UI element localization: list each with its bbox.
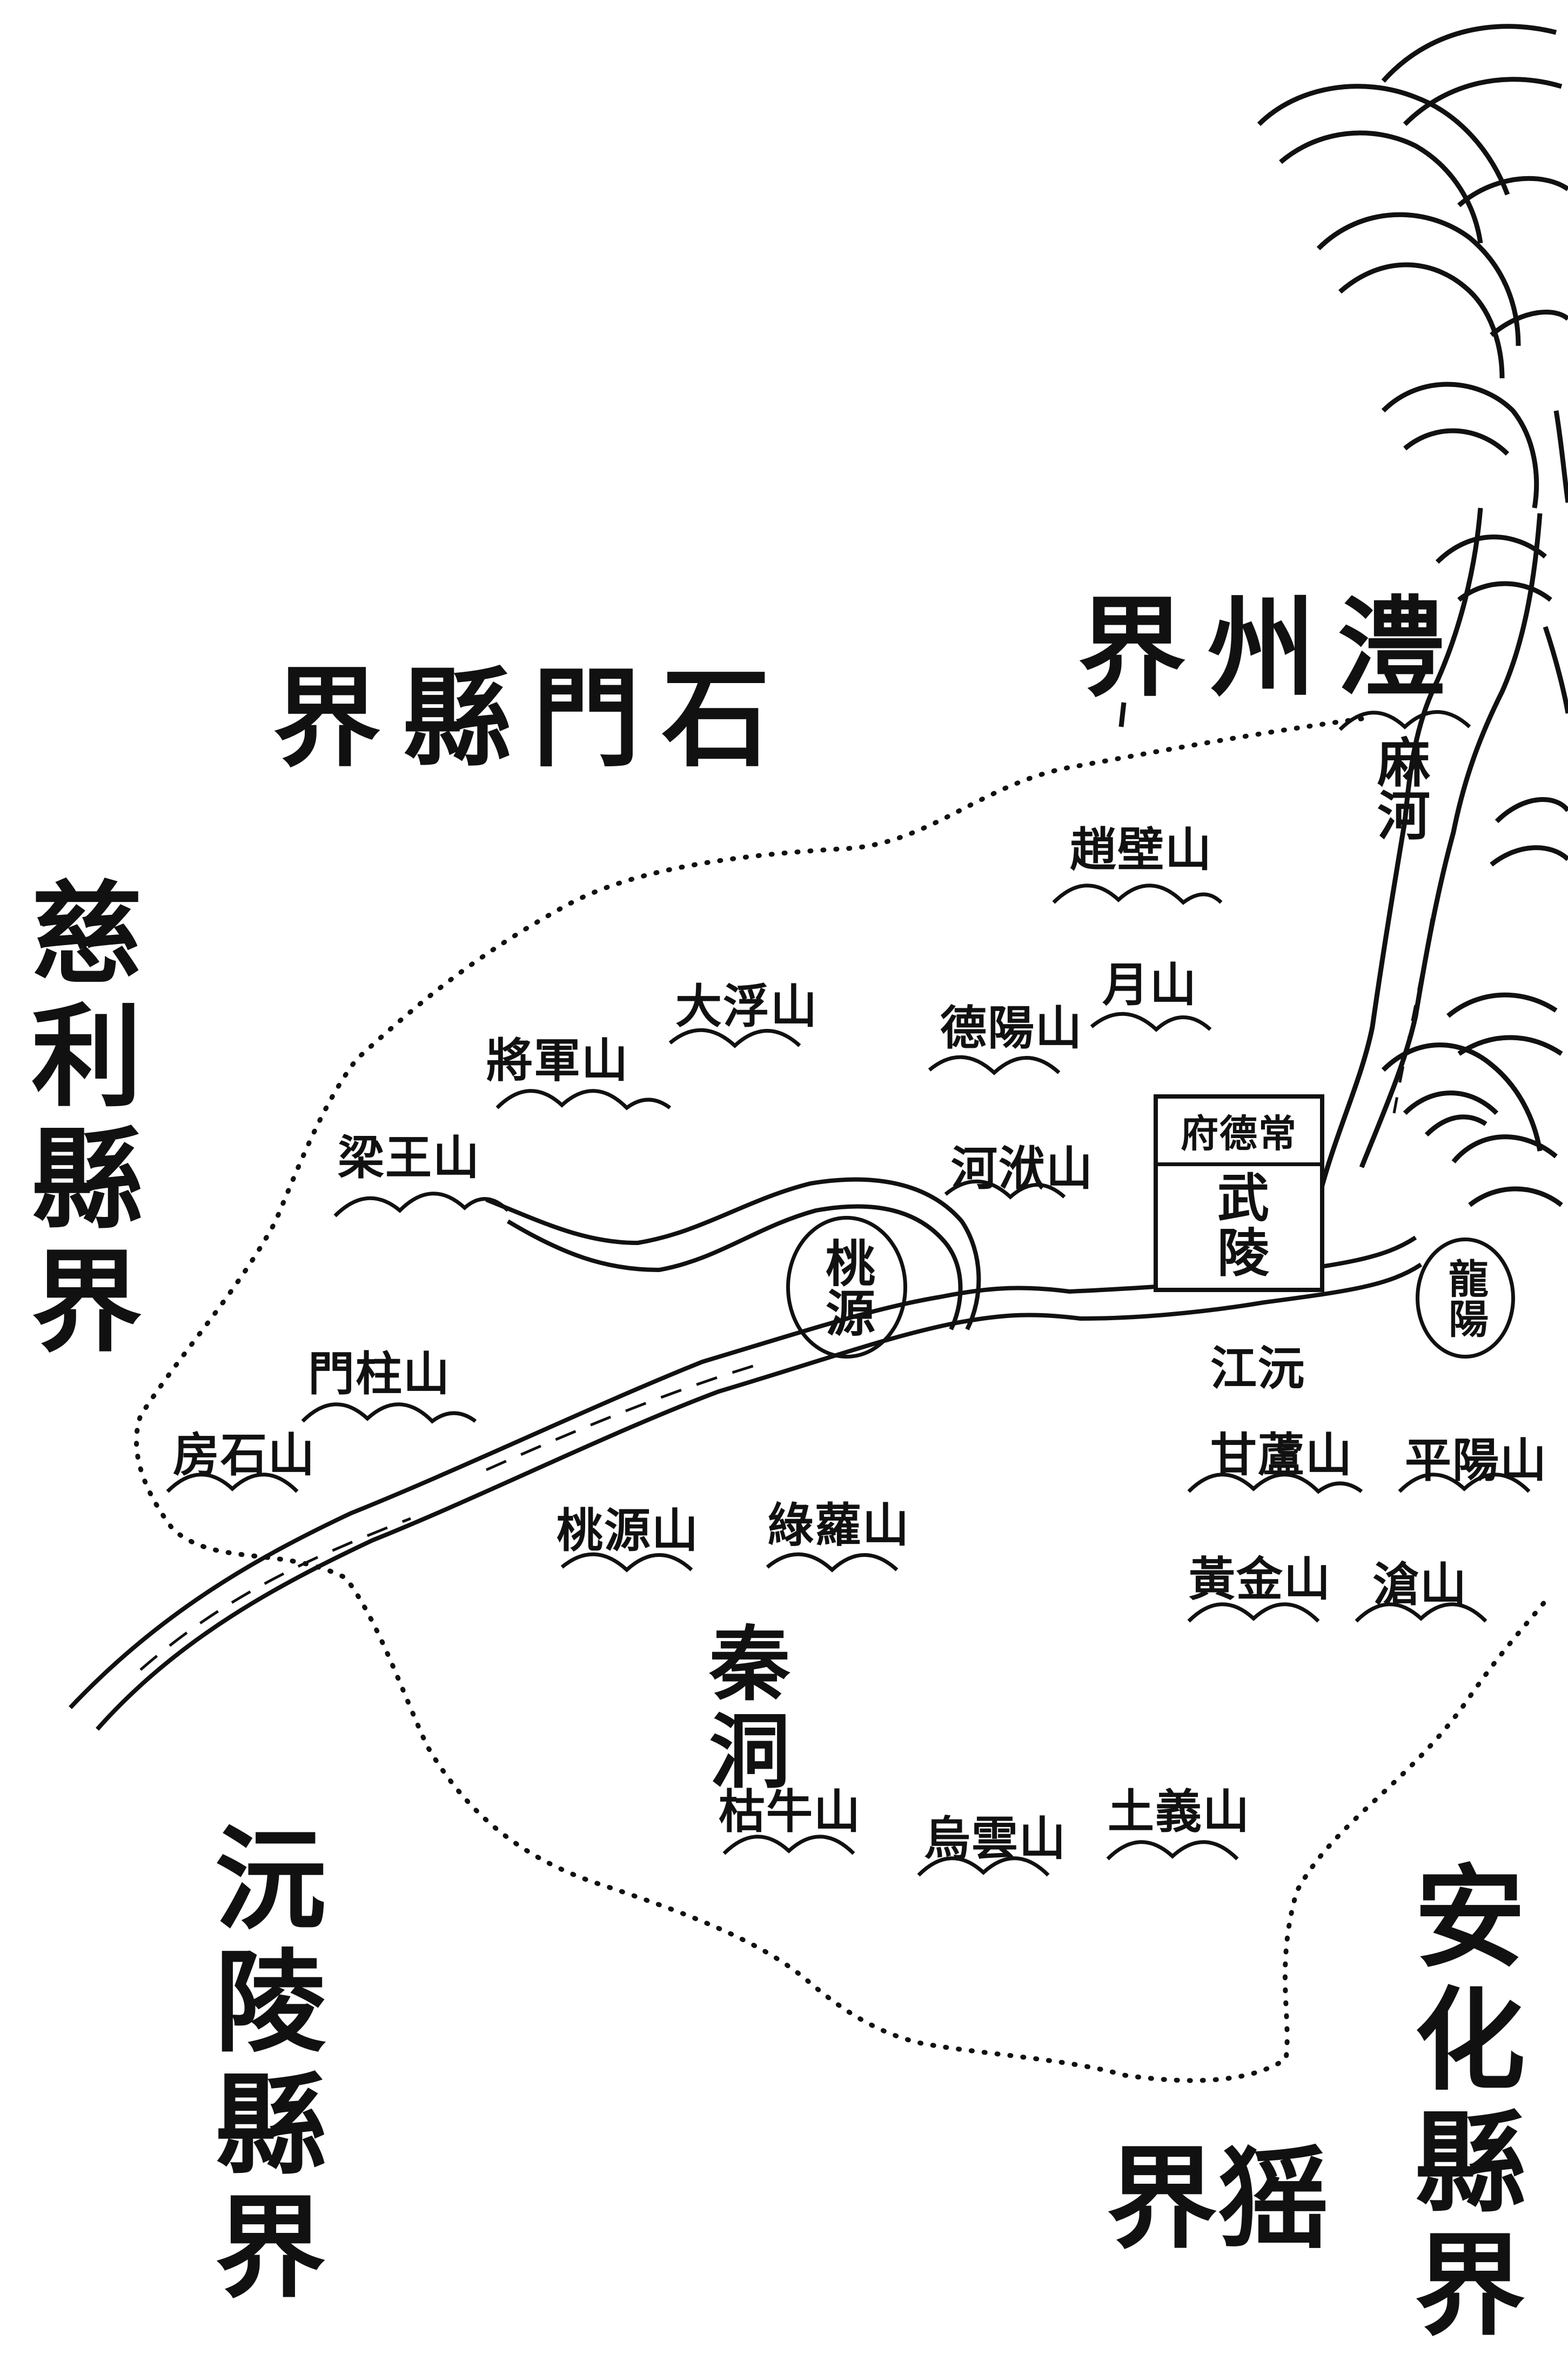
branch-river-1 xyxy=(485,1177,981,1330)
circle-taoyuan-label: 桃源 xyxy=(817,1237,876,1337)
place-ma-river: 麻河 xyxy=(1368,735,1430,841)
mountain-maohe xyxy=(1338,710,1471,731)
mountain-kuniu xyxy=(722,1835,855,1855)
mountain-label-fangshi: 山石房 xyxy=(173,1428,316,1482)
mountain-label-wuyun: 山雲烏 xyxy=(924,1811,1067,1866)
circle-taoyuan: 桃源 xyxy=(786,1216,907,1359)
lake-waves xyxy=(1257,24,1568,1207)
mountain-menzhu xyxy=(301,1402,477,1424)
prefecture-seat: 常德府 武陵 xyxy=(1154,1094,1324,1292)
mountain-symbols xyxy=(166,710,1531,1877)
mountain-label-menzhu: 山柱門 xyxy=(308,1347,451,1401)
mountain-label-luluo: 山蘿綠 xyxy=(767,1498,910,1553)
ma-river-ripple xyxy=(1392,918,1433,1114)
mountain-heqiao xyxy=(944,1179,1066,1200)
mountain-tuwang xyxy=(333,1192,510,1218)
place-yuan-river: 沅江 xyxy=(1210,1341,1305,1396)
mountain-taoyuan xyxy=(560,1552,693,1573)
ma-river-east-bank xyxy=(1359,513,1543,1168)
mountain-label-tuwang: 山王梁 xyxy=(338,1131,480,1185)
mountain-label-taoyuan: 山源桃 xyxy=(557,1503,699,1558)
mountain-label-dafu: 山浮大 xyxy=(675,979,818,1034)
mountain-label-jinniu: 山金黃 xyxy=(1189,1552,1331,1607)
prefecture-seat-header: 常德府 xyxy=(1181,1111,1297,1156)
mountain-label-heqiao: 山洑河 xyxy=(951,1141,1094,1196)
mountain-label-yue: 山月 xyxy=(1102,958,1197,1012)
main-river-ripple-2 xyxy=(485,1360,768,1471)
branch-river-2 xyxy=(506,1204,963,1330)
mountain-dequan xyxy=(928,1055,1061,1075)
county-boundary xyxy=(134,716,1553,2083)
mountain-hua xyxy=(1355,1602,1487,1623)
boundary-yuanling: 沅陵縣界 xyxy=(196,1821,326,2312)
main-river-ripple-1 xyxy=(139,1517,411,1671)
prefecture-seat-name: 武陵 xyxy=(1208,1170,1270,1281)
mountain-label-dequan: 山陽德 xyxy=(940,1001,1083,1055)
mountain-label-pingyang: 山陽平 xyxy=(1405,1433,1547,1488)
boundary-lizhou: 澧州界 xyxy=(1078,585,1468,712)
mountain-label-zhaobi: 山壁趙 xyxy=(1070,822,1212,877)
mountain-jiangjun xyxy=(495,1089,672,1111)
mountain-luluo xyxy=(766,1552,899,1573)
circle-longyang: 龍陽 xyxy=(1416,1237,1515,1359)
mountain-label-kuniu: 山牛枯 xyxy=(719,1784,861,1839)
mountain-tuyi xyxy=(1106,1840,1239,1861)
boundary-yao: 猺界 xyxy=(1088,2140,1328,2263)
mountain-zhaobi xyxy=(1052,884,1223,905)
mountain-wuyun xyxy=(917,1856,1050,1877)
mountain-ganlu xyxy=(1187,1473,1363,1494)
mountain-jinniu xyxy=(1187,1602,1320,1623)
mountain-label-hua: 山滄 xyxy=(1372,1557,1468,1612)
circle-longyang-label: 龍陽 xyxy=(1442,1258,1489,1338)
ma-river-west-bank xyxy=(1316,507,1483,1201)
mountain-label-tuyi: 山義土 xyxy=(1108,1784,1250,1839)
mountain-pingyang xyxy=(1398,1473,1531,1493)
boundary-shimen: 石門縣界 xyxy=(273,655,792,782)
mountain-yue xyxy=(1090,1012,1212,1032)
place-qin-cave: 秦洞 xyxy=(695,1621,790,1796)
mountain-fangshi xyxy=(166,1473,299,1493)
mountain-dafu xyxy=(668,1028,801,1048)
mountain-label-ganlu: 山蘆甘 xyxy=(1210,1428,1353,1482)
boundary-anhua: 安化縣界 xyxy=(1396,1859,1525,2350)
boundary-tick xyxy=(1118,702,1127,727)
boundary-cili: 慈利縣界 xyxy=(12,875,142,1366)
mountain-label-jiangjun: 山軍將 xyxy=(486,1033,629,1088)
